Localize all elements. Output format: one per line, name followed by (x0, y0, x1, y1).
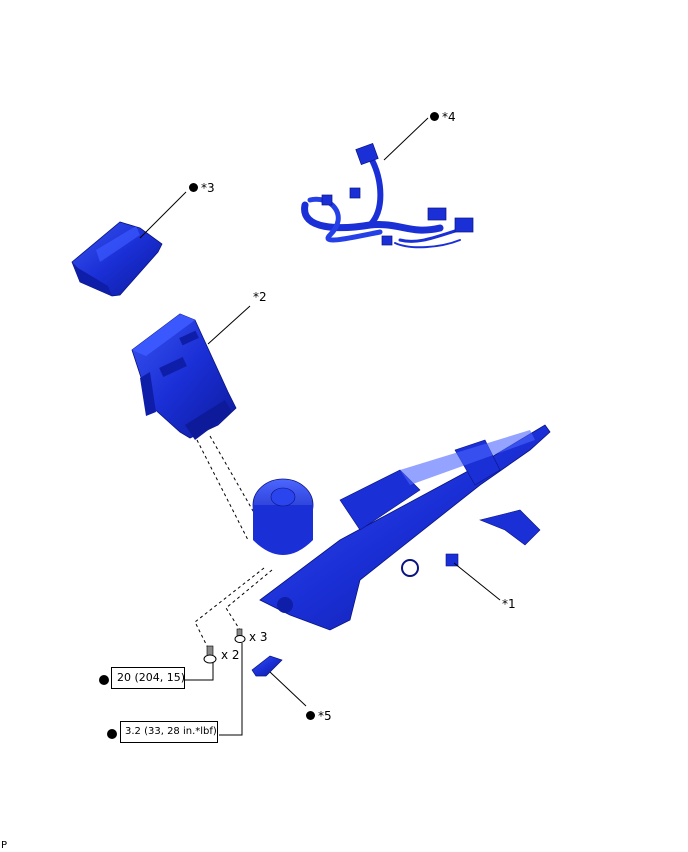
part-power-steering-ecu (131, 313, 237, 440)
callout-3: *3 (189, 181, 215, 195)
leader-line-5 (269, 671, 307, 707)
callout-2: *2 (253, 290, 267, 304)
torque-spec-screw: 3.2 (33, 28 in.*lbf) (120, 721, 218, 743)
bolt-icon (203, 645, 217, 664)
part-wire-harness (301, 142, 474, 249)
leader-line-1 (453, 562, 501, 601)
leader-line-3 (139, 191, 187, 239)
callout-5: *5 (306, 709, 332, 723)
callout-1: *1 (502, 597, 516, 611)
bolt-quantity: x 2 (221, 648, 240, 662)
leader-line-4 (383, 117, 429, 161)
screw-quantity: x 3 (249, 630, 268, 644)
bullet-icon (189, 183, 198, 192)
footer-code: P (1, 840, 8, 851)
leader-line-2 (207, 305, 251, 345)
torque-spec-bolt: 20 (204, 15) (111, 667, 185, 689)
part-clamp-bracket (251, 655, 283, 677)
part-steering-column (252, 424, 551, 631)
bullet-icon (430, 112, 439, 121)
bullet-icon (306, 711, 315, 720)
bullet-icon (107, 729, 117, 739)
torque-leader-screw (219, 643, 243, 736)
bullet-icon (99, 675, 109, 685)
callout-4: *4 (430, 110, 456, 124)
part-ecu-cover (71, 221, 163, 297)
screw-icon (234, 628, 246, 643)
torque-leader-bolt (184, 662, 214, 681)
